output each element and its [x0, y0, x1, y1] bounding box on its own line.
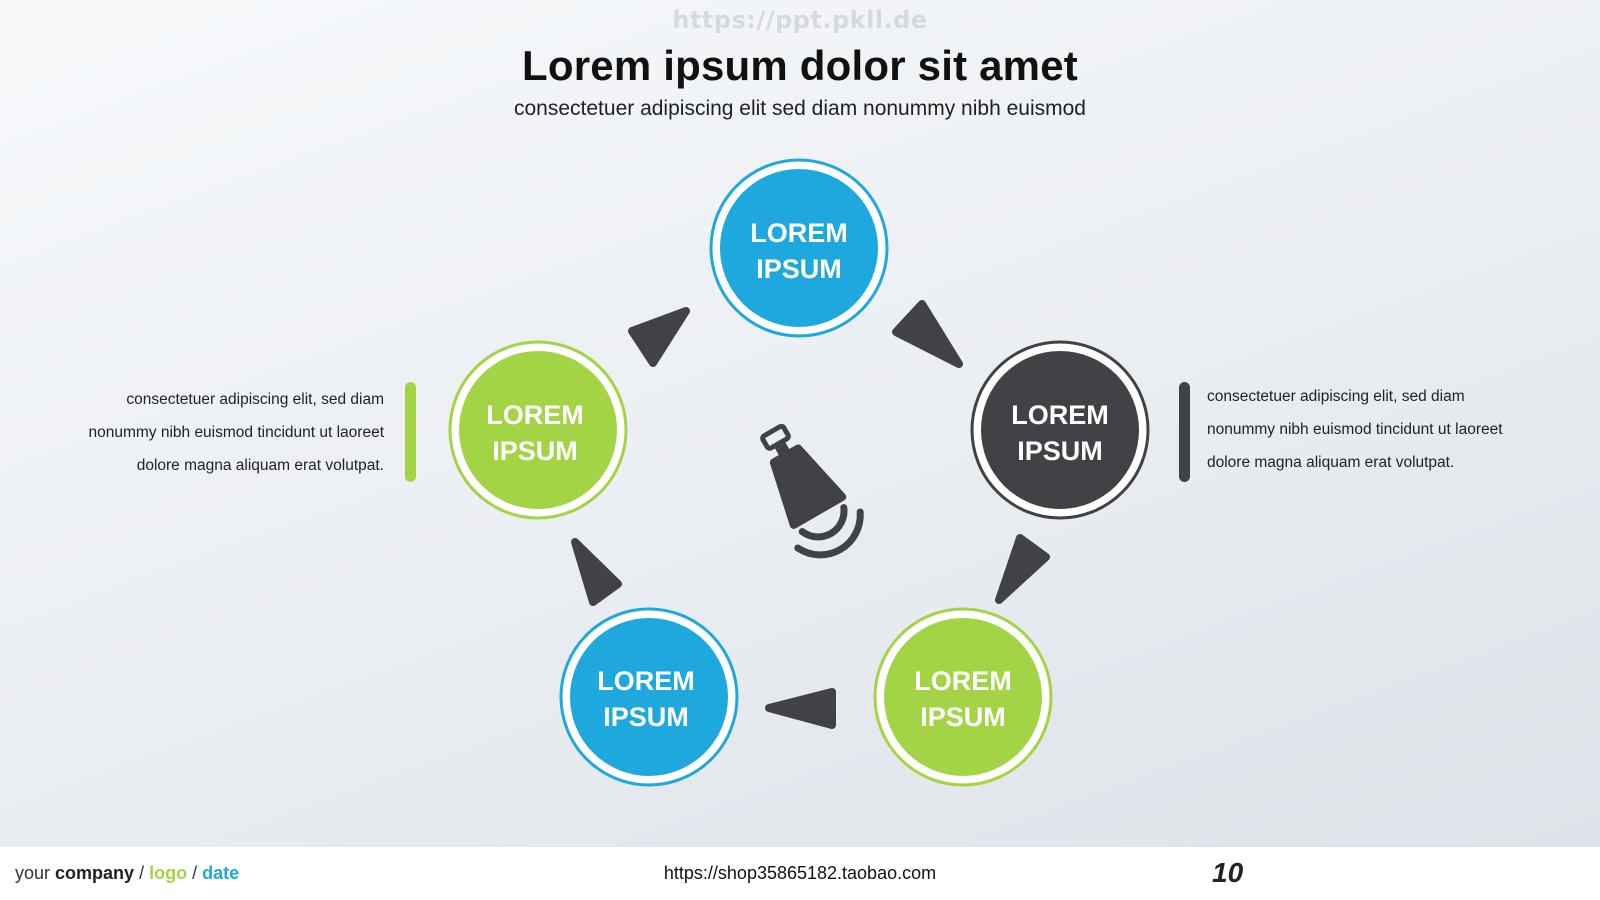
node-top-label-line1: LOREM: [750, 218, 848, 248]
node-bottom-right-label-line2: IPSUM: [920, 702, 1006, 732]
right-description-line: dolore magna aliquam erat volutpat.: [1207, 454, 1455, 471]
right-accent-bar: [1179, 382, 1190, 482]
left-description-line: dolore magna aliquam erat volutpat.: [136, 457, 384, 474]
page-subtitle: consectetuer adipiscing elit sed diam no…: [514, 97, 1086, 120]
footer-your: your: [15, 863, 51, 883]
right-description-line: consectetuer adipiscing elit, sed diam: [1207, 388, 1465, 405]
footer-separator: /: [192, 863, 198, 883]
node-bottom-right: LOREM IPSUM: [873, 607, 1053, 787]
footer-separator: /: [139, 863, 145, 883]
node-top-label-line2: IPSUM: [756, 254, 842, 284]
arrow-top-to-right: [892, 300, 963, 368]
arrow-left-to-top: [628, 307, 690, 367]
node-bottom-right-label-line1: LOREM: [914, 666, 1012, 696]
left-description-line: nonummy nibh euismod tincidunt ut laoree…: [88, 424, 384, 441]
node-top: LOREM IPSUM: [709, 158, 889, 338]
node-bottom-left-label-line1: LOREM: [597, 666, 695, 696]
node-right-label-line1: LOREM: [1011, 400, 1109, 430]
node-bottom-left: LOREM IPSUM: [559, 607, 739, 787]
node-left: LOREM IPSUM: [448, 340, 628, 520]
footer-company: company: [55, 863, 135, 883]
node-right-label-line2: IPSUM: [1017, 436, 1103, 466]
node-left-label-line2: IPSUM: [492, 436, 578, 466]
left-description-line: consectetuer adipiscing elit, sed diam: [126, 391, 384, 408]
page-title: Lorem ipsum dolor sit amet: [522, 42, 1078, 89]
footer-logo: logo: [149, 863, 188, 883]
arrow-bottomleft-to-left: [571, 538, 622, 606]
footer-date: date: [202, 863, 240, 883]
footer-url[interactable]: https://shop35865182.taobao.com: [663, 863, 937, 883]
arrow-right-to-bottomright: [995, 534, 1050, 604]
left-description: consectetuer adipiscing elit, sed diam n…: [44, 383, 384, 482]
watermark: https://ppt.pkll.de: [672, 6, 928, 34]
arrow-bottomright-to-bottomleft: [765, 688, 836, 729]
right-description-line: nonummy nibh euismod tincidunt ut laoree…: [1207, 421, 1503, 438]
left-accent-bar: [405, 382, 416, 482]
page-number: 10: [1212, 857, 1244, 888]
node-bottom-left-label-line2: IPSUM: [603, 702, 689, 732]
node-right: LOREM IPSUM: [970, 340, 1150, 520]
footer-brand: your company / logo / date: [15, 863, 239, 884]
right-description: consectetuer adipiscing elit, sed diam n…: [1207, 380, 1547, 479]
footer: your company / logo / date https://shop3…: [0, 847, 1600, 900]
node-left-label-line1: LOREM: [486, 400, 584, 430]
megaphone-icon: [760, 423, 864, 559]
